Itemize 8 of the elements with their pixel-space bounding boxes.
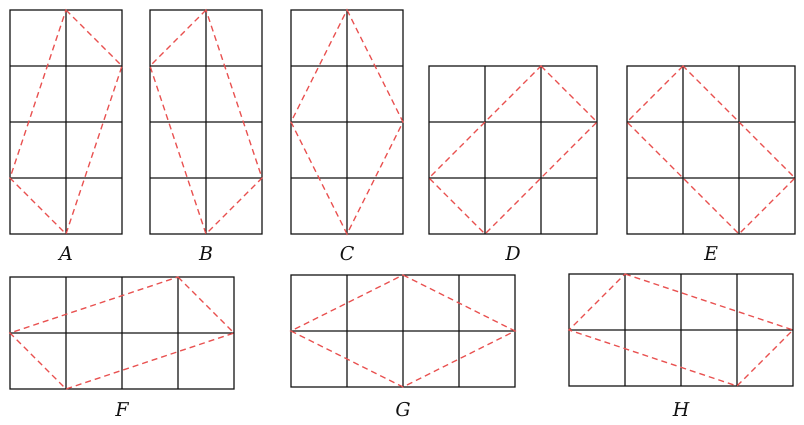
figure-letter: E	[704, 243, 718, 265]
figure-letter: H	[672, 399, 690, 421]
figure-letter: A	[59, 243, 73, 265]
figure-letter: C	[340, 243, 354, 265]
figure-letter: F	[115, 399, 129, 421]
figure-letter: G	[395, 399, 411, 421]
figure-letter: D	[505, 243, 521, 265]
figure-letter: B	[199, 243, 213, 265]
